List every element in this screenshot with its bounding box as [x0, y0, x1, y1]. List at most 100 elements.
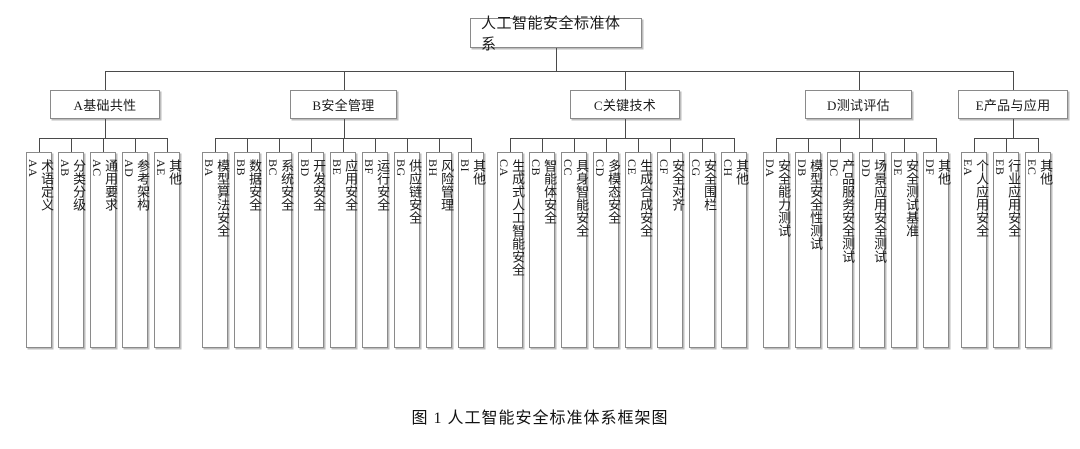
- leaf-node-code: BI: [457, 159, 472, 172]
- category-node-e[interactable]: E产品与应用: [958, 90, 1068, 119]
- connector-level3-drop: [471, 138, 472, 152]
- leaf-node-label: 安全测试基准: [904, 159, 920, 237]
- leaf-node-label: 其他: [936, 159, 952, 185]
- category-node-d[interactable]: D测试评估: [805, 90, 912, 119]
- root-node: 人工智能安全标准体系: [470, 16, 642, 53]
- leaf-node-code: AB: [57, 159, 72, 177]
- connector-category-stem-c: [625, 119, 626, 138]
- figure-caption: 图 1 人工智能安全标准体系框架图: [411, 410, 669, 427]
- leaf-node-label: 安全围栏: [702, 159, 718, 211]
- connector-level3-drop: [279, 138, 280, 152]
- connector-level3-drop: [103, 138, 104, 152]
- category-node-c[interactable]: C关键技术: [570, 90, 680, 119]
- connector-level3-drop: [343, 138, 344, 152]
- leaf-node-label: 场景应用安全测试: [872, 159, 888, 263]
- leaf-node-label: 术语定义: [39, 159, 55, 211]
- category-node-label: D测试评估: [827, 98, 890, 113]
- connector-level3-drop: [670, 138, 671, 152]
- connector-level3-drop: [407, 138, 408, 152]
- leaf-node-code: DD: [858, 159, 873, 178]
- connector-category-stem-e: [1013, 119, 1014, 138]
- leaf-node-code: DF: [922, 159, 937, 176]
- connector-level3-drop: [936, 138, 937, 152]
- connector-level3-drop: [39, 138, 40, 152]
- leaf-node-code: BH: [425, 159, 440, 177]
- connector-level3-drop: [904, 138, 905, 152]
- connector-level3-drop: [439, 138, 440, 152]
- category-node-b[interactable]: B安全管理: [290, 90, 397, 119]
- leaf-node-label: 安全对齐: [670, 159, 686, 211]
- leaf-node-label: 风险管理: [439, 159, 455, 211]
- leaf-node-label: 其他: [734, 159, 750, 185]
- connector-level3-drop: [840, 138, 841, 152]
- leaf-node-label: 智能体安全: [542, 159, 558, 224]
- connector-level2-drop: [105, 71, 106, 90]
- leaf-node-label: 运行安全: [375, 159, 391, 211]
- category-node-label: C关键技术: [593, 98, 657, 113]
- root-node-label: 人工智能安全标准体系: [481, 16, 621, 53]
- connector-level3-drop: [542, 138, 543, 152]
- leaf-node-label: 分类分级: [71, 159, 87, 211]
- leaf-node-code: CB: [528, 159, 543, 177]
- connector-level2-drop: [625, 71, 626, 90]
- leaf-node-label: 应用安全: [343, 159, 359, 211]
- connector-category-stem-d: [859, 119, 860, 138]
- leaf-node-code: EC: [1024, 159, 1039, 176]
- connector-level3-drop: [510, 138, 511, 152]
- leaf-node-code: BA: [201, 159, 216, 177]
- category-node-a[interactable]: A基础共性: [50, 90, 160, 119]
- leaf-node-label: 其他: [167, 159, 183, 185]
- leaf-node-label: 生成合成安全: [638, 159, 654, 237]
- leaf-node-code: BF: [361, 159, 376, 175]
- leaf-node-code: CF: [656, 159, 671, 175]
- leaf-node-code: BG: [393, 159, 408, 177]
- connector-level3-drop: [734, 138, 735, 152]
